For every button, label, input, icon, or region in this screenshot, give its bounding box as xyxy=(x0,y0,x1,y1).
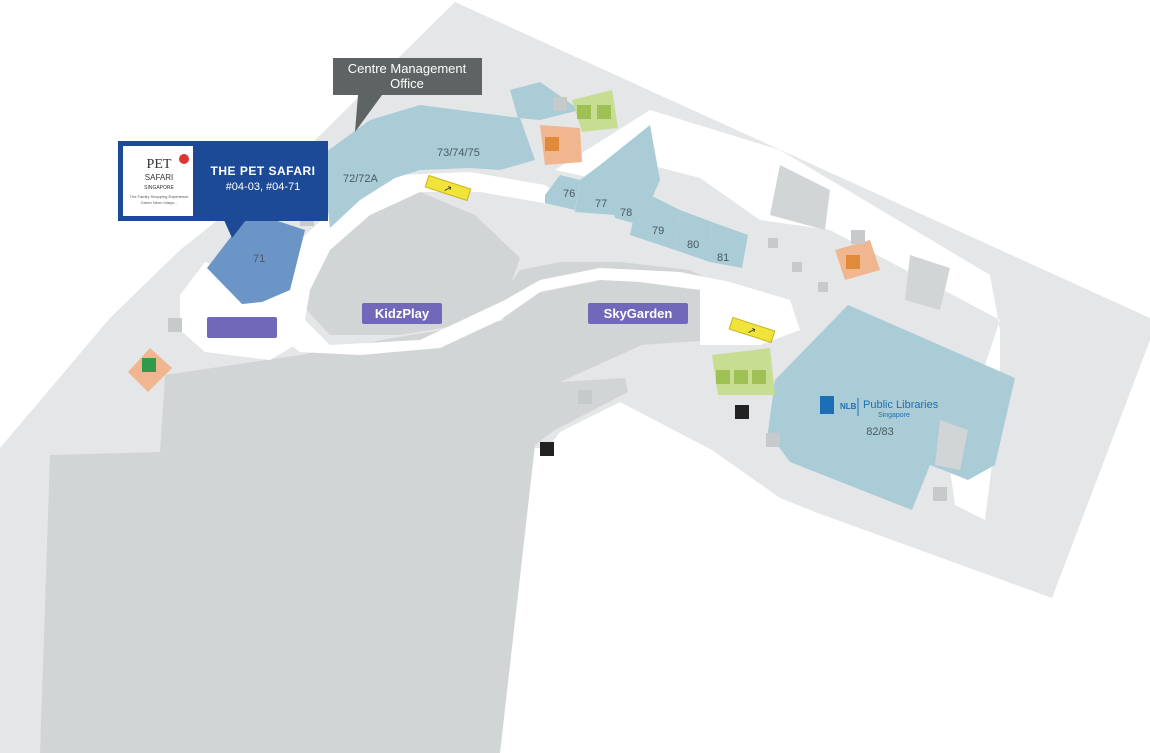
pillar xyxy=(768,238,778,248)
zone-skygarden[interactable]: SkyGarden xyxy=(588,303,688,324)
unit-72 xyxy=(322,120,420,228)
pillar xyxy=(792,262,802,272)
logo-line-4: The Family Shopping Experience xyxy=(130,194,190,199)
escalator-icon: ↗ xyxy=(728,316,776,344)
library-brand: NLB xyxy=(840,402,857,411)
logo-line-3: SINGAPORE xyxy=(144,185,174,191)
centre-management-callout[interactable]: Centre Management Office xyxy=(333,58,482,132)
lift-icon xyxy=(540,137,860,456)
unit-label-71: 71 xyxy=(253,253,265,265)
unit-71[interactable] xyxy=(207,212,305,304)
featured-store-pointer xyxy=(224,220,246,238)
callout-line2: Office xyxy=(390,76,424,91)
svg-text:↗: ↗ xyxy=(746,325,757,338)
logo-line-2: SAFARI xyxy=(145,173,173,182)
library-logo-icon: NLB xyxy=(820,396,857,414)
unit-80 xyxy=(675,210,712,262)
unit-label-79: 79 xyxy=(652,225,664,237)
unit-77 xyxy=(575,165,615,215)
unit-label-72: 72/72A xyxy=(343,173,379,185)
restroom-area-top xyxy=(572,90,618,132)
open-deck xyxy=(160,318,642,460)
unit-label-80: 80 xyxy=(687,239,699,251)
unit-label-78: 78 xyxy=(620,207,632,219)
library-sub: Singapore xyxy=(878,412,910,419)
unit-label-77: 77 xyxy=(595,198,607,210)
library-unit: 82/83 xyxy=(866,426,894,438)
library-name: Public Libraries xyxy=(863,399,939,411)
callout-line1: Centre Management xyxy=(348,61,467,76)
staircase-icon xyxy=(168,97,947,501)
zone-skygarden-label: SkyGarden xyxy=(604,306,673,321)
lift-lobby-top xyxy=(540,125,582,165)
unit-73 xyxy=(370,105,535,170)
unit-label-81: 81 xyxy=(717,252,729,264)
pet-safari-logo: PET SAFARI SINGAPORE The Family Shopping… xyxy=(123,146,193,216)
featured-store-name: THE PET SAFARI xyxy=(210,164,316,178)
fire-exit-icon xyxy=(142,358,156,372)
zone-kidzplay-label: KidzPlay xyxy=(375,306,430,321)
service-block-2 xyxy=(905,255,950,310)
kidzplay-area xyxy=(302,192,520,335)
service-block-3 xyxy=(935,420,968,470)
zone-kidzplay[interactable]: KidzPlay xyxy=(362,303,442,324)
restroom-icon xyxy=(577,105,748,384)
lower-deck xyxy=(40,378,628,753)
unit-label-76: 76 xyxy=(563,188,575,200)
logo-line-5: Green Neon Inlays... xyxy=(141,200,178,205)
featured-store-card[interactable]: PET SAFARI SINGAPORE The Family Shopping… xyxy=(118,141,328,221)
accessible-icon xyxy=(597,105,766,384)
zone-blank[interactable] xyxy=(207,317,277,338)
featured-store-units: #04-03, #04-71 xyxy=(225,181,301,193)
unit-76 xyxy=(545,175,580,210)
unit-81 xyxy=(710,222,748,268)
svg-text:↗: ↗ xyxy=(442,183,453,196)
logo-line-1: PET xyxy=(147,157,172,172)
unit-label-73: 73/74/75 xyxy=(437,147,480,159)
main-corridor xyxy=(270,172,800,355)
service-block-1 xyxy=(770,165,830,230)
escalator-icon: ↗ xyxy=(424,174,472,202)
pillar xyxy=(818,282,828,292)
unit-79 xyxy=(630,190,680,250)
